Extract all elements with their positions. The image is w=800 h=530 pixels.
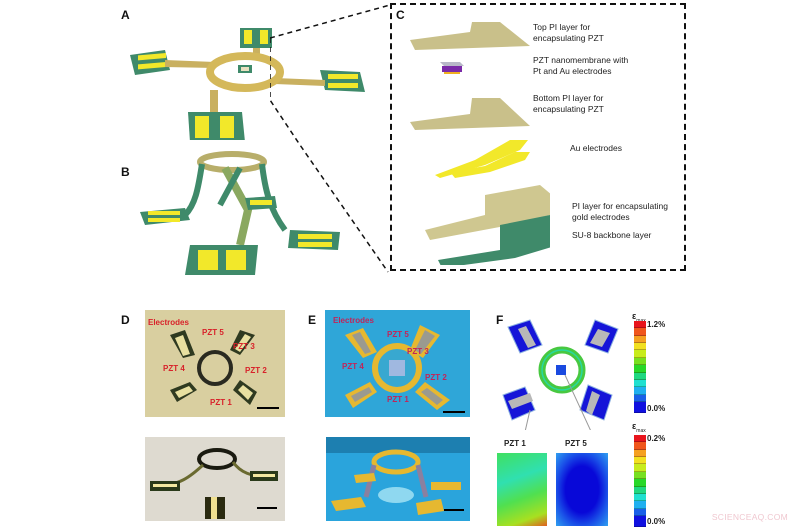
watermark: SCIENCEAQ.COM xyxy=(711,512,788,522)
colorbar-top xyxy=(634,321,646,413)
colorbar-bottom-min: 0.0% xyxy=(647,517,666,526)
inset-pzt5-strain-map xyxy=(556,453,608,526)
buckled-device-on-substrate-photo xyxy=(331,449,461,515)
label-pzt2: PZT 2 xyxy=(425,373,447,382)
panel-a-device-illustration xyxy=(130,28,365,140)
panel-label-c: C xyxy=(396,8,405,22)
colorbar-top-max: 1.2% xyxy=(647,320,666,329)
device-on-substrate-photo xyxy=(345,325,450,410)
layer-label-pi-gold: PI layer for encapsulating gold electrod… xyxy=(572,201,668,222)
label-pzt4: PZT 4 xyxy=(342,362,364,371)
panel-f-strain-simulation xyxy=(502,319,619,430)
device-photo-ring xyxy=(170,330,257,405)
scale-bar xyxy=(257,407,279,409)
zoom-connector-lines xyxy=(270,4,391,273)
colorbar-bottom xyxy=(634,435,646,527)
panel-d-bottom-photo xyxy=(145,437,285,521)
panel-d-top-photo: Electrodes PZT 5 PZT 3 PZT 4 PZT 2 PZT 1 xyxy=(145,310,285,417)
colorbar-bottom-title: εmax xyxy=(632,421,646,434)
panel-label-a: A xyxy=(121,8,130,22)
panel-b-buckled-device-illustration xyxy=(140,151,340,275)
substrate-edge xyxy=(326,437,470,453)
buckled-device-photo xyxy=(150,448,278,519)
colorbar-top-min: 0.0% xyxy=(647,404,666,413)
inset-label-pzt5: PZT 5 xyxy=(565,439,587,448)
label-pzt3: PZT 3 xyxy=(407,347,429,356)
panel-e-bottom-photo xyxy=(326,437,470,521)
label-pzt2: PZT 2 xyxy=(245,366,267,375)
label-electrodes: Electrodes xyxy=(333,316,374,325)
layer-label-bottom-pi: Bottom PI layer for encapsulating PZT xyxy=(533,93,604,114)
layer-label-top-pi: Top PI layer for encapsulating PZT xyxy=(533,22,604,43)
scale-bar xyxy=(257,507,277,509)
label-pzt1: PZT 1 xyxy=(210,398,232,407)
panel-e-top-photo: Electrodes PZT 5 PZT 3 PZT 4 PZT 2 PZT 1 xyxy=(325,310,470,417)
panel-c-exploded-view-box xyxy=(390,3,686,271)
colorbar-top-title: εmax xyxy=(632,311,646,324)
label-electrodes: Electrodes xyxy=(148,318,189,327)
colorbar-bottom-max: 0.2% xyxy=(647,434,666,443)
layer-label-su8-backbone: SU-8 backbone layer xyxy=(572,230,652,240)
layer-label-au-electrodes: Au electrodes xyxy=(570,143,622,153)
scale-bar xyxy=(443,411,465,413)
inset-pzt1-strain-map xyxy=(497,453,547,526)
layer-label-pzt-nanomembrane: PZT nanomembrane with Pt and Au electrod… xyxy=(533,55,629,76)
label-pzt1: PZT 1 xyxy=(387,395,409,404)
label-pzt5: PZT 5 xyxy=(202,328,224,337)
panel-label-f: F xyxy=(496,313,504,327)
label-pzt3: PZT 3 xyxy=(233,342,255,351)
inset-label-pzt1: PZT 1 xyxy=(504,439,526,448)
label-pzt5: PZT 5 xyxy=(387,330,409,339)
panel-label-b: B xyxy=(121,165,130,179)
panel-c-layer-stack-illustration xyxy=(410,22,550,265)
panel-label-e: E xyxy=(308,313,317,327)
label-pzt4: PZT 4 xyxy=(163,364,185,373)
scale-bar xyxy=(444,509,464,511)
panel-label-d: D xyxy=(121,313,130,327)
